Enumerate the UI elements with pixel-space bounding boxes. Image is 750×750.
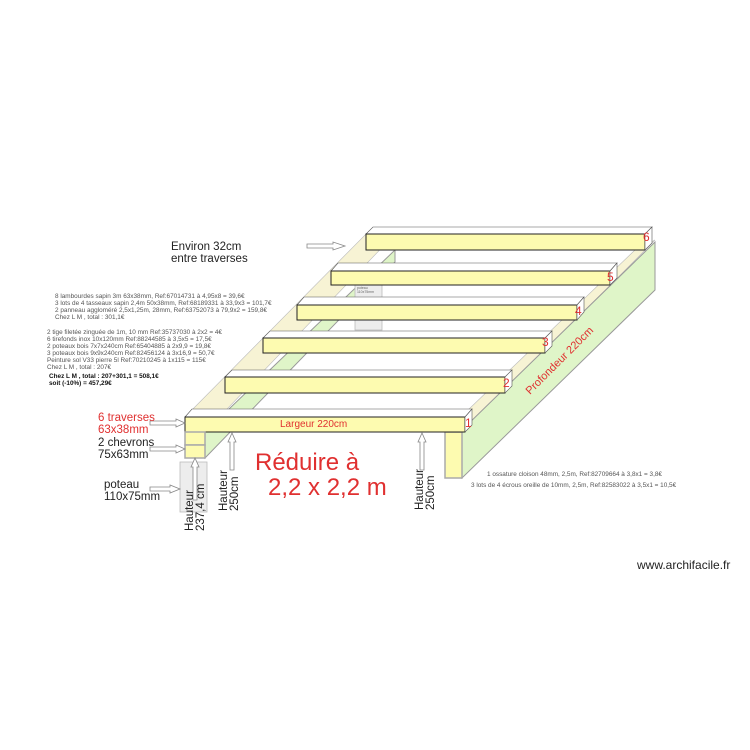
reduce-size: 2,2 x 2,2 m (268, 474, 387, 501)
svg-text:250cm: 250cm (229, 476, 241, 511)
svg-text:Peinture sol V33 pierre 5l Ref: Peinture sol V33 pierre 5l Ref:70210245 … (47, 357, 206, 364)
traverses-size: 63x38mm (98, 424, 149, 436)
poteau-label: poteau (104, 479, 139, 491)
svg-text:237,4 cm: 237,4 cm (195, 484, 207, 531)
beam-3: 3 (262, 330, 553, 354)
beam-1: 1 (184, 408, 473, 433)
beam-number: 4 (575, 304, 582, 318)
svg-text:Chez L M , total : 207+301,1 =: Chez L M , total : 207+301,1 = 508,1€ (49, 373, 159, 380)
svg-text:2 poteaux bois 7x7x240cm Ref:6: 2 poteaux bois 7x7x240cm Ref:65404885 à … (47, 343, 211, 350)
svg-text:3 poteaux bois 9x9x240cm Ref:8: 3 poteaux bois 9x9x240cm Ref:82456124 à … (47, 350, 215, 357)
material-list-b: 2 tige filetée zinguée de 1m, 10 mm Ref:… (47, 329, 222, 387)
beam-5: 5 (330, 262, 618, 286)
svg-text:1 ossature cloison 48mm, 2,5m,: 1 ossature cloison 48mm, 2,5m, Ref:82709… (487, 471, 662, 478)
beam-number: 3 (542, 335, 549, 349)
svg-text:250cm: 250cm (425, 475, 437, 510)
svg-text:2 tige filetée zinguée de 1m,: 2 tige filetée zinguée de 1m, 10 mm Ref:… (47, 329, 222, 336)
svg-text:Chez L M , total : 301,1€: Chez L M , total : 301,1€ (55, 314, 125, 321)
right-post (444, 431, 463, 479)
spacing-note-2: entre traverses (171, 253, 248, 265)
material-list-a: 8 lambourdes sapin 3m 63x38mm, Ref:67014… (55, 293, 272, 321)
traverses-label: 6 traverses (98, 412, 155, 424)
width-label: Largeur 220cm (280, 419, 347, 430)
svg-text:2 panneau aggloméré 2,5x1,25m,: 2 panneau aggloméré 2,5x1,25m, 28mm, Ref… (55, 307, 267, 314)
svg-text:3 lots de 4 tasseaux sapin 2,4: 3 lots de 4 tasseaux sapin 2,4m 50x38mm,… (55, 300, 272, 307)
svg-text:Hauteur: Hauteur (414, 469, 426, 510)
spacing-note: Environ 32cm (171, 241, 241, 253)
svg-text:Hauteur: Hauteur (218, 470, 230, 511)
arrow-icon (149, 241, 427, 501)
beam-number: 5 (607, 270, 614, 284)
reduce-note: Réduire à (255, 449, 360, 476)
chevrons-size: 75x63mm (98, 449, 149, 461)
svg-text:Hauteur: Hauteur (184, 490, 196, 531)
back-post-size: 110x75mm (357, 290, 374, 294)
watermark: www.archifacile.fr (636, 558, 730, 572)
poteau-size: 110x75mm (104, 491, 160, 503)
beam-number: 6 (643, 230, 650, 244)
svg-text:8 lambourdes sapin 3m 63x38mm,: 8 lambourdes sapin 3m 63x38mm, Ref:67014… (55, 293, 245, 300)
svg-text:Chez L M , total : 207€: Chez L M , total : 207€ (47, 364, 112, 371)
back-post-label: poteau (357, 286, 368, 290)
beam-number: 1 (465, 416, 472, 430)
chevrons-label: 2 chevrons (98, 437, 155, 449)
beam-number: 2 (503, 376, 510, 390)
svg-text:soit (-10%) = 457,29€: soit (-10%) = 457,29€ (49, 380, 112, 387)
chevron-block-top (184, 431, 206, 446)
material-list-c: 1 ossature cloison 48mm, 2,5m, Ref:82709… (471, 471, 677, 489)
beam-2: 2 (224, 369, 513, 394)
beam-4: 4 (296, 296, 585, 321)
svg-text:6 tirefonds inox 10x120mm Ref:: 6 tirefonds inox 10x120mm Ref:88244585 à… (47, 336, 212, 343)
beam-6: 6 (365, 226, 653, 251)
chevron-block-bottom (184, 444, 206, 459)
svg-text:3 lots de 4 écrous oreille de: 3 lots de 4 écrous oreille de 10mm, 2,5m… (471, 482, 677, 489)
